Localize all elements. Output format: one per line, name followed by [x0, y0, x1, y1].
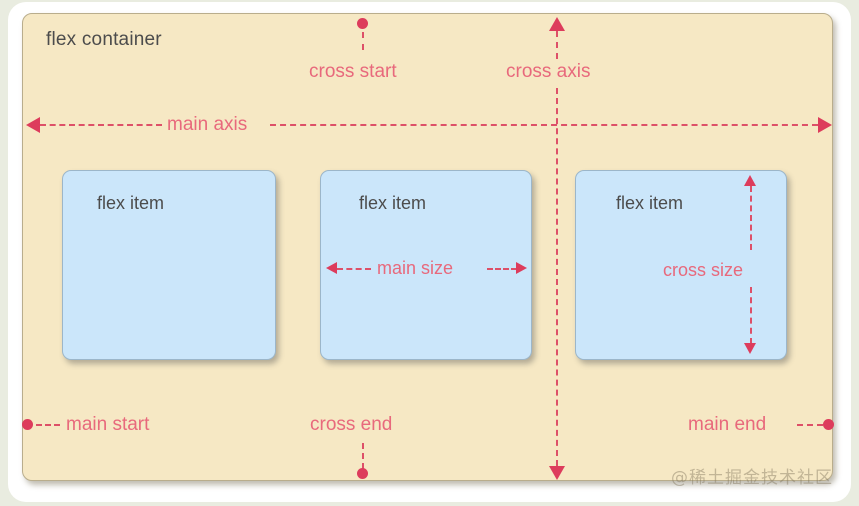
flex-item-2: flex item	[320, 170, 532, 360]
flex-item-3-label: flex item	[616, 193, 684, 213]
main-size-line-right	[487, 268, 517, 270]
flex-container-label: flex container	[46, 29, 162, 50]
cross-start-dot	[357, 18, 368, 29]
cross-axis-line-top	[556, 31, 558, 59]
main-axis-right-arrowhead	[818, 117, 832, 133]
main-end-dot	[823, 419, 834, 430]
main-size-line-left	[337, 268, 371, 270]
main-axis-line-left	[40, 124, 162, 126]
cross-start-label: cross start	[309, 61, 397, 82]
cross-size-top-arrowhead	[744, 175, 756, 186]
cross-axis-line-bottom	[556, 88, 558, 466]
watermark: @稀土掘金技术社区	[671, 468, 833, 488]
cross-size-label: cross size	[663, 260, 744, 280]
cross-size-line-top	[750, 186, 752, 250]
main-size-left-arrowhead	[326, 262, 337, 274]
main-axis-line-right	[270, 124, 818, 126]
main-start-label: main start	[66, 414, 150, 435]
main-end-stub	[797, 424, 823, 426]
flex-item-2-label: flex item	[359, 193, 427, 213]
main-start-stub	[36, 424, 60, 426]
cross-axis-label: cross axis	[506, 61, 591, 82]
main-axis-left-arrowhead	[26, 117, 40, 133]
main-end-label: main end	[688, 414, 767, 435]
cross-start-stub	[362, 32, 364, 50]
cross-end-stub	[362, 443, 364, 469]
cross-axis-top-arrowhead	[549, 17, 565, 31]
cross-size-bottom-arrowhead	[744, 343, 756, 354]
cross-end-label: cross end	[310, 414, 393, 435]
main-size-label: main size	[377, 258, 454, 278]
flex-item-1-label: flex item	[97, 193, 165, 213]
cross-end-dot	[357, 468, 368, 479]
cross-axis-bottom-arrowhead	[549, 466, 565, 480]
cross-size-line-bottom	[750, 287, 752, 344]
main-axis-label: main axis	[167, 114, 248, 135]
main-size-right-arrowhead	[516, 262, 527, 274]
main-start-dot	[22, 419, 33, 430]
flex-item-1: flex item	[62, 170, 276, 360]
